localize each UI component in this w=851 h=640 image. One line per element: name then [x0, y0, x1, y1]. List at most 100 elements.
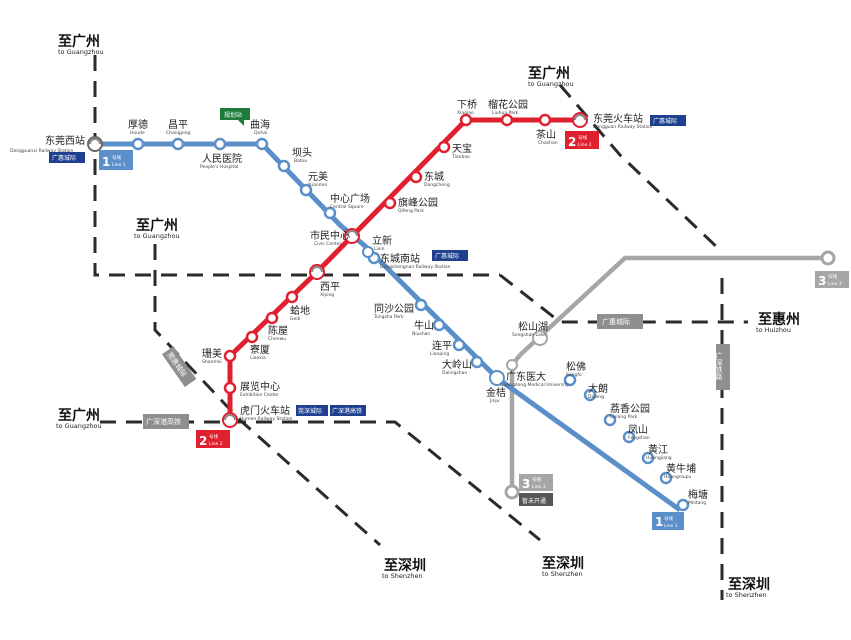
- badge-l3a-en: Line 3: [532, 484, 546, 490]
- station-dongguanxi[interactable]: [87, 136, 103, 152]
- station-songfo[interactable]: [563, 373, 577, 387]
- rail-logo-humen-a: [296, 405, 328, 416]
- badge-l1b-en: Line 1: [664, 523, 678, 529]
- tag-gh-bg: [597, 314, 643, 329]
- station-tongsha[interactable]: [414, 298, 428, 312]
- station-liuhua[interactable]: [500, 113, 514, 127]
- label-tongsha-en: Tongsha Park: [373, 314, 404, 320]
- station-shamei[interactable]: [223, 349, 237, 363]
- badge-l2a-num: 2: [568, 135, 576, 149]
- direction-labels: 至广州 to Guangzhou 至广州 to Guangzhou 至广州 to…: [56, 33, 800, 599]
- badge-l2b-en: Line 2: [209, 441, 223, 447]
- station-hedi[interactable]: [285, 290, 299, 304]
- station-fengshan[interactable]: [622, 430, 636, 444]
- dir-sz3-cn: 至深圳: [728, 576, 770, 593]
- badge-l2b-num: 2: [199, 434, 207, 448]
- label-houde-en: Houde: [130, 130, 145, 136]
- station-labels: 东莞西站 Dongguanxi Railway Station 厚德 Houde…: [10, 98, 708, 506]
- label-lixiang-en: Lixiang Park: [610, 414, 638, 420]
- station-jinjue[interactable]: [489, 370, 505, 386]
- rail-logo-dongguanxi-text: 广惠城际: [52, 154, 76, 162]
- label-qifeng-en: Qifeng Park: [398, 208, 424, 214]
- label-huangjiang-en: Huangjiang: [646, 455, 672, 461]
- label-humen-hc-en: Humen Railway Station: [240, 416, 293, 422]
- label-yuanmei-en: Yuanmei: [307, 182, 327, 188]
- label-humen-hc-cn: 虎门火车站: [240, 404, 290, 417]
- label-changping-cn: 昌平: [168, 119, 188, 131]
- planned-tag-pointer: [238, 120, 244, 126]
- label-lianping-en: Lianping: [430, 351, 449, 357]
- station-huangjiang[interactable]: [641, 451, 655, 465]
- label-chenwu-en: Chenwu: [268, 336, 286, 342]
- station-liaoxia[interactable]: [245, 330, 259, 344]
- station-chashan[interactable]: [538, 113, 552, 127]
- label-dongguan-hc-en: Dongguan Railway Station: [593, 124, 653, 130]
- station-batou[interactable]: [277, 159, 291, 173]
- railway-gz-top: [93, 55, 500, 277]
- station-songshanhu[interactable]: [532, 330, 548, 346]
- label-yuanmei-cn: 元美: [308, 170, 328, 183]
- station-xiaqiao[interactable]: [459, 113, 473, 127]
- badge-l2a-cn: 号线: [578, 134, 587, 141]
- label-niushan-en: Niushan: [412, 331, 430, 337]
- station-chenwu[interactable]: [265, 311, 279, 325]
- label-huangjiang-cn: 黄江: [648, 443, 668, 456]
- station-tianbao[interactable]: [437, 140, 451, 154]
- station-niushan[interactable]: [432, 318, 446, 332]
- label-dalingshan-en: Dalingshan: [442, 370, 467, 376]
- station-renmin[interactable]: [213, 137, 227, 151]
- label-liuhua-cn: 榴花公园: [488, 98, 528, 111]
- dir-sz2-cn: 至深圳: [542, 555, 584, 572]
- station-dongcheng[interactable]: [409, 170, 423, 184]
- label-xiaqiao-cn: 下桥: [457, 99, 477, 111]
- label-xiaqiao-en: Xiaqiao: [457, 110, 474, 116]
- dir-gz-mid-cn: 至广州: [136, 217, 178, 234]
- label-tianbao-en: Tianbao: [451, 154, 470, 160]
- station-quhai[interactable]: [255, 137, 269, 151]
- station-guangyi[interactable]: [506, 359, 518, 371]
- station-zhongxin[interactable]: [323, 206, 337, 220]
- station-zhanlan[interactable]: [223, 381, 237, 395]
- dir-gz-mid-en: to Guangzhou: [134, 232, 180, 240]
- station-lixin[interactable]: [362, 246, 374, 258]
- station-dongguan-hc[interactable]: [572, 112, 588, 128]
- line3-terminal-east: [820, 250, 836, 266]
- station-shimin[interactable]: [344, 228, 360, 244]
- station-yuanmei[interactable]: [299, 183, 313, 197]
- label-dongguan-hc-cn: 东莞火车站: [593, 112, 643, 125]
- station-houde[interactable]: [131, 137, 145, 151]
- station-lixiang[interactable]: [603, 413, 617, 427]
- label-xiping-cn: 西平: [320, 282, 340, 293]
- rail-logo-humen-b: [330, 405, 366, 416]
- label-fengshan-en: Fengshan: [628, 435, 650, 441]
- station-qifeng[interactable]: [383, 196, 397, 210]
- label-shimin-en: Civic Center: [314, 241, 342, 247]
- label-dongguanxi-cn: 东莞西站: [45, 134, 85, 147]
- label-songfo-en: Songfo: [566, 372, 582, 378]
- badge-l2b-cn: 号线: [209, 433, 218, 440]
- station-lianping[interactable]: [452, 338, 466, 352]
- station-humen-hc[interactable]: [222, 412, 238, 428]
- station-dalang[interactable]: [583, 388, 597, 402]
- dir-gz-left-cn: 至广州: [58, 407, 100, 424]
- station-xiping[interactable]: [309, 264, 325, 280]
- badge-l2a-en: Line 2: [578, 142, 592, 148]
- rail-logo-humen-a-text: 莞深城际: [298, 407, 322, 415]
- station-meitang[interactable]: [676, 498, 690, 512]
- label-hedi-cn: 蛤地: [290, 304, 310, 317]
- rail-logo-dongguan-hc-text: 广惠城际: [653, 117, 677, 125]
- label-chashan-cn: 茶山: [536, 128, 556, 141]
- station-changping[interactable]: [171, 137, 185, 151]
- badge-l3b-en: Line 3: [828, 281, 842, 287]
- label-meitang-cn: 梅塘: [688, 488, 708, 501]
- badge-l1b-num: 1: [655, 515, 663, 529]
- label-hedi-en: Gedi: [290, 316, 300, 322]
- label-dongcheng-nan-en: Dongchengnan Railway Station: [380, 264, 451, 270]
- badge-l3b-num: 3: [818, 274, 826, 288]
- station-dalingshan[interactable]: [470, 355, 484, 369]
- label-houde-cn: 厚德: [128, 118, 148, 131]
- badge-l1a-num: 1: [102, 155, 110, 169]
- station-huangniupu[interactable]: [659, 471, 673, 485]
- label-renmin-cn: 人民医院: [202, 152, 242, 165]
- line1-stations: [131, 137, 690, 512]
